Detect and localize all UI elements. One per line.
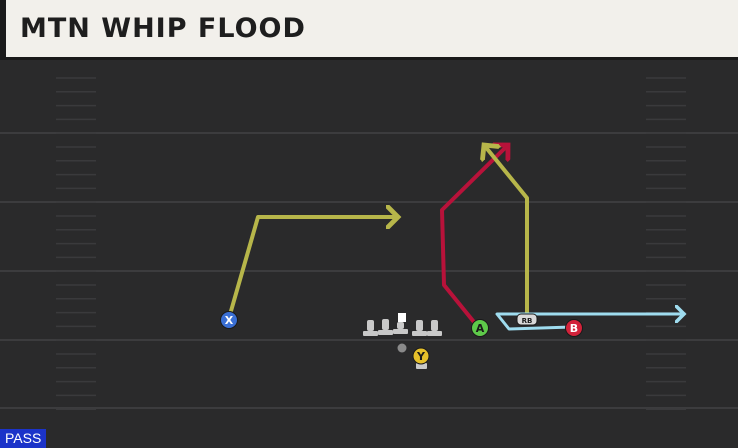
player-a-label: A [476, 322, 485, 335]
play-title: MTN WHIP FLOOD [20, 13, 306, 44]
lineman[interactable] [363, 320, 378, 336]
player-a-token[interactable] [471, 319, 489, 337]
player-x-label: X [225, 314, 234, 327]
player-x-token[interactable] [220, 311, 238, 329]
x-route [227, 217, 398, 319]
center-lineman[interactable] [393, 313, 408, 334]
player-y-token[interactable] [412, 347, 430, 365]
field-turf [0, 62, 738, 448]
a-route [440, 145, 508, 329]
lineman[interactable] [412, 320, 427, 336]
title-bar: MTN WHIP FLOOD [0, 0, 738, 60]
lineman[interactable] [378, 319, 393, 335]
quarterback[interactable] [397, 343, 407, 353]
rb-route [484, 145, 529, 317]
player-a[interactable]: A [471, 319, 489, 337]
lineman[interactable] [427, 320, 442, 336]
player-x[interactable]: X [220, 311, 238, 329]
play-field: Y X A B RB [0, 62, 738, 448]
hash-marks-left [56, 77, 96, 410]
player-rb[interactable]: RB [516, 313, 538, 326]
player-y-label: Y [416, 350, 426, 363]
player-rb-token[interactable] [516, 313, 538, 326]
player-b-token[interactable] [565, 319, 583, 337]
offensive-line [363, 313, 442, 336]
player-b-label: B [570, 322, 578, 335]
title-accent [0, 0, 6, 60]
player-rb-label: RB [522, 317, 533, 325]
player-b[interactable]: B [565, 319, 583, 337]
hash-marks-right [646, 77, 686, 410]
play-type-badge: PASS [0, 429, 47, 448]
player-y[interactable]: Y [412, 347, 430, 369]
yard-lines [0, 132, 738, 409]
b-route [495, 314, 684, 331]
